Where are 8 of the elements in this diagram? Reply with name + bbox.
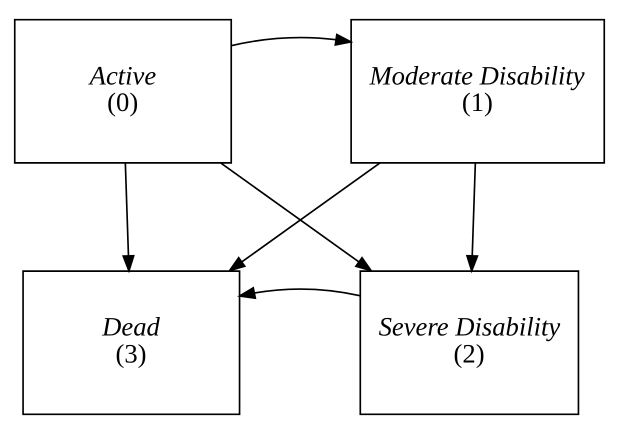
node-box: Moderate Disability (1)	[350, 18, 606, 164]
arrow	[466, 162, 479, 273]
arrow	[122, 162, 135, 273]
node-box: Active (0)	[14, 18, 232, 164]
arrow	[232, 32, 354, 46]
node-box: Severe Disability (2)	[359, 270, 580, 415]
node-box: Dead (3)	[22, 270, 240, 415]
arrow	[237, 286, 360, 299]
